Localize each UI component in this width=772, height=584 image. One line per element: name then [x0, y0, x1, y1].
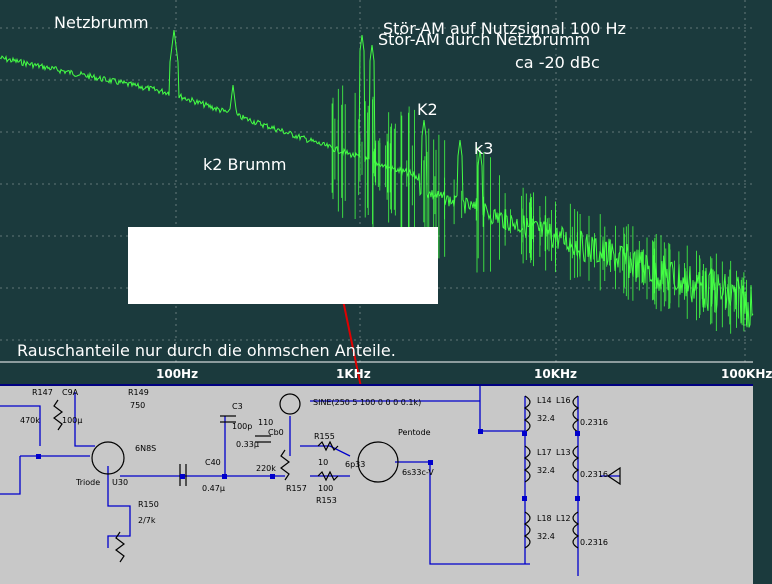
annotation-k2: K2 [417, 100, 438, 119]
spectrum-spikes [331, 85, 747, 334]
label-l13: L13 [556, 448, 571, 457]
x-tick-1khz: 1KHz [336, 367, 371, 381]
label-110: 110 [258, 418, 274, 427]
spectrum-trace [0, 29, 754, 328]
label-u30: U30 [112, 478, 129, 487]
schematic-svg [0, 386, 621, 576]
label-cb0: Cb0 [268, 428, 284, 437]
annotation-stoer-am-nutz: Stör-AM auf Nutzsignal 100 Hz [383, 19, 626, 38]
label-100u: 100µ [62, 416, 83, 425]
label-c3: C3 [232, 402, 243, 411]
label-l18-val: 32.4 [537, 532, 555, 541]
label-l12: L12 [556, 514, 571, 523]
annotation-k2-brumm: k2 Brumm [203, 155, 287, 174]
label-r150: R150 [138, 500, 159, 509]
label-l18: L18 [537, 514, 552, 523]
label-l16-val: 0.2316 [580, 418, 608, 427]
label-6p33: 6p33 [345, 460, 366, 469]
label-l16: L16 [556, 396, 571, 405]
plot-grid [0, 0, 753, 363]
x-tick-100hz: 100Hz [156, 367, 199, 381]
label-6s33c: 6s33c-V [402, 468, 434, 477]
label-l13-val: 0.2316 [580, 470, 608, 479]
spectrum-svg [0, 0, 754, 398]
annotation-k3: k3 [474, 139, 494, 158]
label-sine-source: SINE(250 5 100 0 0 0 0.1k) [313, 398, 422, 407]
annotation-stoer-am-netz: Stör-AM durch Netzbrumm [378, 30, 591, 49]
annotation-arrow [342, 299, 363, 393]
label-l14: L14 [537, 396, 552, 405]
label-6n8s: 6N8S [135, 444, 157, 453]
label-r155: R155 [314, 432, 335, 441]
label-100p: 100p [232, 422, 253, 431]
label-c40: C40 [205, 458, 221, 467]
annotation-ca-dbc: ca -20 dBc [515, 53, 600, 72]
label-10: 10 [318, 458, 329, 467]
annotation-netzbrumm: Netzbrumm [54, 13, 149, 32]
redaction-box [128, 227, 438, 304]
label-27k: 2/7k [138, 516, 156, 525]
label-047u: 0.47µ [202, 484, 225, 493]
label-033u: 0.33µ [236, 440, 259, 449]
annotation-rauschanteile: Rauschanteile nur durch die ohmschen Ant… [17, 341, 396, 360]
label-r153: R153 [316, 496, 337, 505]
schematic-nodes [36, 429, 580, 501]
schematic-wires [0, 386, 620, 576]
label-r149: R149 [128, 388, 149, 397]
label-470k: 470k [20, 416, 40, 425]
spectrum-plot: Netzbrumm Stör-AM auf Nutzsignal 100 Hz … [0, 0, 772, 398]
label-750: 750 [130, 401, 146, 410]
label-l12-val: 0.2316 [580, 538, 608, 547]
schematic-components [53, 393, 621, 563]
label-r157: R157 [286, 484, 307, 493]
label-220k: 220k [256, 464, 276, 473]
schematic-view[interactable]: R147 470k C9A 100µ R149 750 6N8S Triode … [0, 384, 753, 584]
label-100: 100 [318, 484, 334, 493]
label-r147: R147 [32, 388, 53, 397]
label-c9a: C9A [62, 388, 79, 397]
x-tick-10khz: 10KHz [534, 367, 578, 381]
x-tick-100khz: 100KHz [721, 367, 772, 381]
label-triode: Triode [76, 478, 101, 487]
label-l17: L17 [537, 448, 552, 457]
label-l17-val: 32.4 [537, 466, 555, 475]
label-l14-val: 32.4 [537, 414, 555, 423]
label-pentode: Pentode [398, 428, 431, 437]
